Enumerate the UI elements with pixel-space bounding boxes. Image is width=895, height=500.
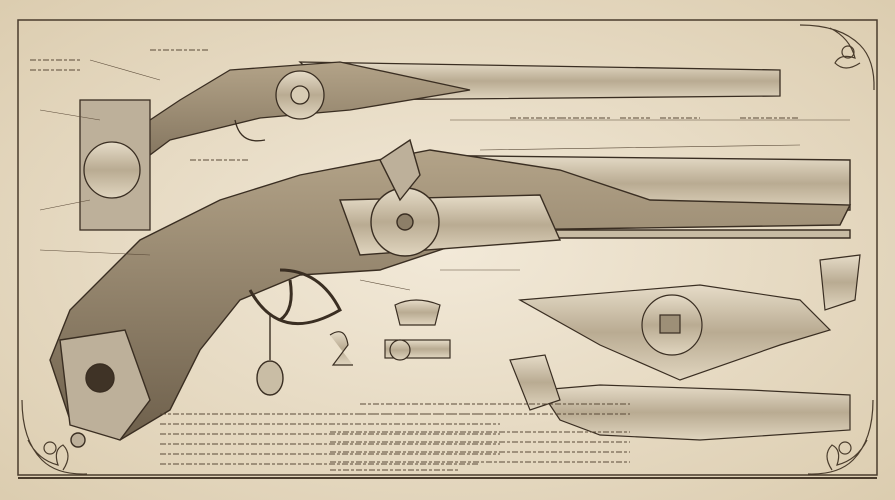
upper-pistol: [79, 61, 781, 231]
small-part-2: [329, 331, 353, 366]
corner-flourish-bottom-right: [807, 399, 874, 475]
cock-part: [819, 254, 861, 311]
outer-border: [17, 19, 878, 476]
trigger: [279, 279, 293, 322]
small-part-1: [394, 299, 441, 326]
lock-assembly: [538, 384, 851, 441]
pendant-medallion: [256, 360, 284, 396]
butt-hole: [85, 363, 115, 393]
main-stock: [49, 149, 852, 441]
corner-flourish-top-right: [799, 24, 875, 91]
upper-trigger: [234, 119, 266, 142]
hammer: [379, 138, 421, 202]
corner-flourish-bottom-left: [21, 399, 88, 475]
exploded-parts: [329, 254, 861, 441]
main-pistol: [49, 138, 852, 448]
trigger-guard: [248, 268, 342, 326]
callout-lines: [39, 59, 850, 291]
ramrod: [519, 229, 851, 239]
script-text-blocks: [30, 49, 800, 471]
